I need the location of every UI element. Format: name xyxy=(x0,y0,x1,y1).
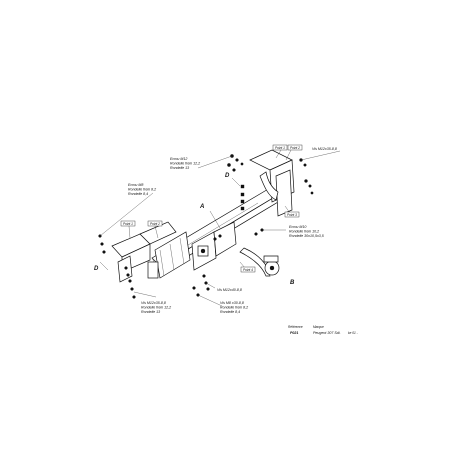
svg-text:Point 1: Point 1 xyxy=(123,222,133,226)
callout-line: Rondelle frein 12,2 xyxy=(170,162,200,166)
callout-line: Vis M12x35-8,8 xyxy=(141,301,166,305)
view-letter-b: B xyxy=(290,280,295,286)
callout-top-right: Vis M12x35-8,8 xyxy=(312,147,337,151)
callout-line: Rondelle frein 8,2 xyxy=(220,306,248,310)
callout-bracket-top: Ecrou M12 Rondelle frein 12,2 Rondelle 1… xyxy=(170,157,200,170)
callout-line: Rondelle 13 xyxy=(170,166,189,170)
svg-text:Point 2: Point 2 xyxy=(290,146,300,150)
callout-bottom-left: Vis M12x35-8,8 Rondelle frein 12,2 Ronde… xyxy=(141,301,171,314)
callout-bottom-mid2: Vis M8 x30-8,8 Rondelle frein 8,2 Rondel… xyxy=(220,301,248,314)
callout-right-mid: Ecrou M10 Rondelle frein 10,2 Rondelle 3… xyxy=(289,225,324,238)
point-tag-3: Point 3 xyxy=(284,211,300,218)
brand-label: Marque xyxy=(313,325,324,329)
point-tag-1-top: Point 1 xyxy=(272,144,288,151)
right-bracket xyxy=(249,149,295,217)
vehicle-model: Peugeot 307 Sdi. xyxy=(313,331,341,335)
callout-bottom-mid1: Vis M12x40-8,8 xyxy=(217,288,242,292)
svg-text:Point 4: Point 4 xyxy=(243,268,253,272)
callout-line: Rondelle 8,4 xyxy=(220,310,240,314)
view-letter-a: A xyxy=(199,204,204,210)
left-bracket xyxy=(111,221,191,283)
callout-line: Rondelle frein 10,2 xyxy=(289,230,319,234)
point-tag-2-top: Point 2 xyxy=(287,144,303,151)
callout-line: Ecrou M12 xyxy=(170,157,187,161)
tow-ball-neck xyxy=(239,247,280,277)
svg-text:Point 3: Point 3 xyxy=(287,213,297,217)
callout-line: Ecrou M10 xyxy=(289,225,306,229)
reference-value: P021 xyxy=(290,331,298,335)
drawing-date: ke 01 - xyxy=(348,331,358,335)
callout-line: Rondelle 13 xyxy=(141,310,160,314)
title-block: Référence P021 Marque Peugeot 307 Sdi. k… xyxy=(288,325,358,335)
callout-line: Ecrou M8 xyxy=(128,183,143,187)
view-letter-d-left: D xyxy=(94,266,99,272)
reference-label: Référence xyxy=(288,325,303,329)
callout-line: Rondelle frein 12,2 xyxy=(141,306,171,310)
callout-bracket-left: Ecrou M8 Rondelle frein 8,2 Rondelle 8,4 xyxy=(128,183,156,196)
callout-line: Vis M8 x30-8,8 xyxy=(220,301,244,305)
callout-line: Rondelle frein 8,2 xyxy=(128,188,156,192)
point-tag-4: Point 4 xyxy=(240,266,256,273)
tow-ball-plate xyxy=(191,221,237,271)
callout-line: Rondelle 30x10,5x3,5 xyxy=(289,234,324,238)
point-tag-1-left: Point 1 xyxy=(120,220,136,227)
fasteners xyxy=(98,154,314,299)
svg-text:Point 2: Point 2 xyxy=(150,222,160,226)
svg-text:Point 1: Point 1 xyxy=(275,146,285,150)
view-letter-d-top: D xyxy=(225,173,230,179)
callout-line: Rondelle 8,4 xyxy=(128,192,148,196)
point-tag-2-left: Point 2 xyxy=(147,220,163,227)
